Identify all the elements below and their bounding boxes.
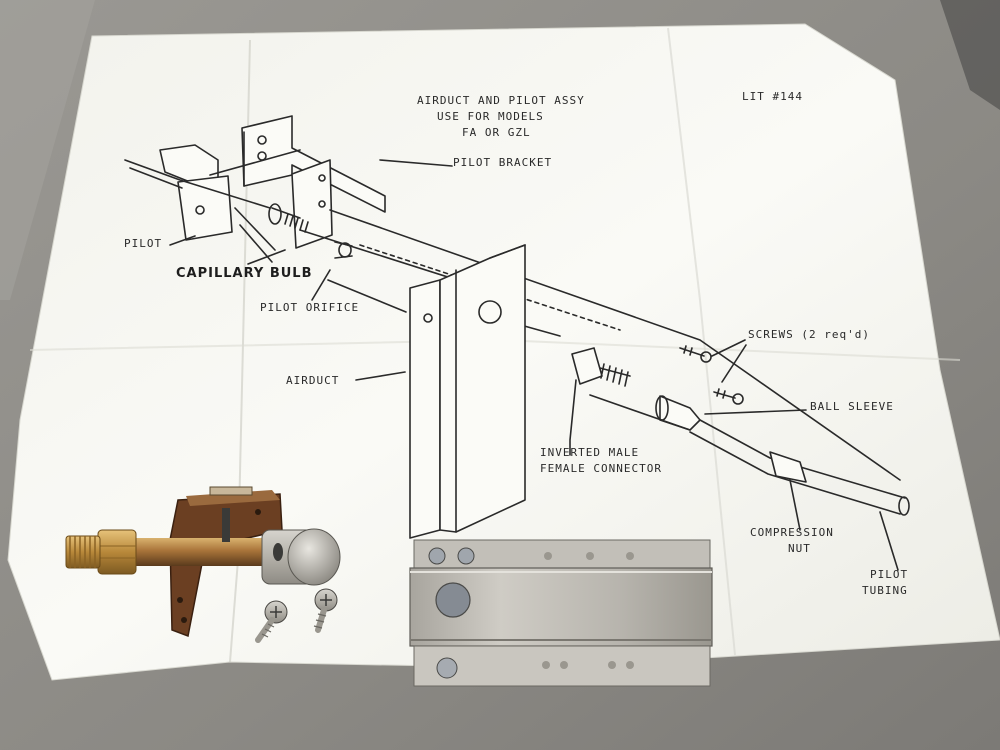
pilot-assembly-part (65, 486, 341, 638)
pilot-tubing-drawing (699, 419, 906, 499)
label-ball-sleeve: BALL SLEEVE (810, 400, 894, 413)
capillary-bulb-drawing (271, 207, 309, 233)
label-pilot-tubing-line1: PILOT (870, 568, 908, 581)
diagram-title-line1: AIRDUCT AND PILOT ASSY (417, 94, 585, 107)
label-screws: SCREWS (2 req'd) (748, 328, 870, 341)
lit-number: LIT #144 (742, 90, 803, 103)
label-pilot-bracket: PILOT BRACKET (453, 156, 552, 169)
label-capillary-bulb: CAPILLARY BULB (176, 266, 313, 281)
compression-nut-drawing (769, 451, 807, 483)
diagram-line-art (124, 115, 910, 571)
screw-drawing-2 (713, 388, 736, 399)
label-compression-nut-line2: NUT (788, 542, 811, 555)
table-edge-right (940, 0, 1000, 110)
loose-screw-1 (255, 600, 288, 643)
loose-screw-2 (313, 588, 338, 633)
pilot-bracket-drawing (241, 115, 386, 213)
label-pilot: PILOT (124, 237, 162, 250)
label-compression-nut-line1: COMPRESSION (750, 526, 834, 539)
airduct-drawing (409, 279, 441, 539)
label-airduct: AIRDUCT (286, 374, 339, 387)
diagram-title-line2: USE FOR MODELS (437, 110, 544, 123)
label-pilot-orifice: PILOT ORIFICE (260, 301, 359, 314)
diagram-title-line3: FA OR GZL (462, 126, 531, 139)
screw-drawing-1 (679, 345, 705, 357)
label-inverted-connector-line2: FEMALE CONNECTOR (540, 462, 662, 475)
ball-sleeve-drawing (659, 395, 701, 431)
label-pilot-tubing-line2: TUBING (862, 584, 908, 597)
airduct-plate-part (409, 539, 713, 687)
table-edge-left (0, 0, 95, 300)
label-inverted-connector-line1: INVERTED MALE (540, 446, 639, 459)
fold-crease-vertical-right (667, 27, 736, 656)
